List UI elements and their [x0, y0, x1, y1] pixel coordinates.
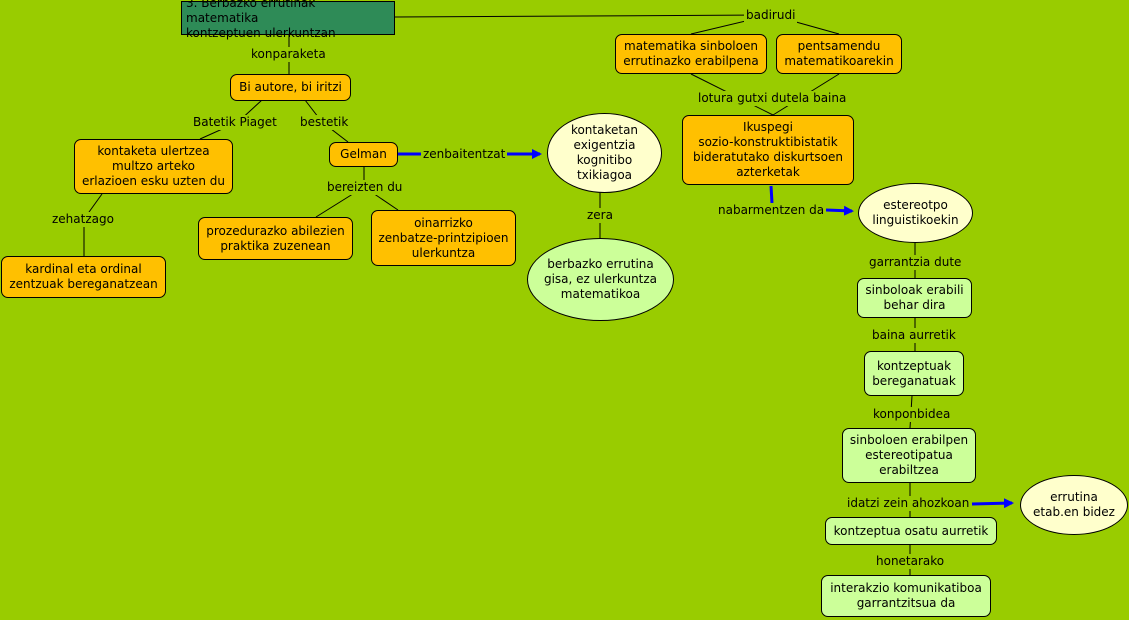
link-label-honetarako: honetarako [874, 554, 947, 569]
concept-sinboloak[interactable]: sinboloak erabili behar dira [857, 278, 972, 318]
link-label-baina-aurretik: baina aurretik [870, 328, 958, 343]
link-label-garrantzia-dute: garrantzia dute [867, 255, 964, 270]
link-label-konponbidea: konponbidea [871, 407, 953, 422]
concept-kontaketa[interactable]: kontaketa ulertzea multzo arteko erlazio… [74, 139, 233, 194]
link-label-zera: zera [585, 208, 615, 223]
concept-pentsamendu[interactable]: pentsamendu matematikoarekin [776, 34, 902, 74]
link-label-bereizten-du: bereizten du [325, 180, 405, 195]
concept-berbazko[interactable]: berbazko errutina gisa, ez ulerkuntza ma… [527, 238, 674, 321]
concept-bi-autore[interactable]: Bi autore, bi iritzi [230, 74, 351, 101]
concept-kardinal[interactable]: kardinal eta ordinal zentzuak bereganatz… [1, 256, 166, 298]
concept-kontzeptuak[interactable]: kontzeptuak bereganatuak [864, 351, 964, 396]
link-label-badirudi: badirudi [744, 8, 798, 23]
concept-gelman[interactable]: Gelman [329, 142, 398, 167]
concept-kontaketan[interactable]: kontaketan exigentzia kognitibo txikiago… [547, 113, 662, 193]
concept-estereotpo[interactable]: estereotpo linguistikoekin [858, 183, 973, 243]
link-label-idatzi-zein-ahozkoan: idatzi zein ahozkoan [845, 496, 972, 511]
concept-interakzio[interactable]: interakzio komunikatiboa garrantzitsua d… [821, 575, 991, 617]
link-label-bestetik: bestetik [298, 115, 351, 130]
link-label-zehatzago: zehatzago [50, 212, 116, 227]
concept-errutina[interactable]: errutina etab.en bidez [1020, 475, 1128, 535]
link-label-konparaketa: konparaketa [249, 47, 328, 62]
link-label-lotura: lotura gutxi dutela baina [696, 91, 849, 106]
link-label-batetik-piaget: Batetik Piaget [191, 115, 279, 130]
link-label-nabarmentzen-da: nabarmentzen da [716, 203, 827, 218]
concept-prozedurazko[interactable]: prozedurazko abilezien praktika zuzenean [198, 217, 353, 260]
concept-ikuspegi[interactable]: Ikuspegi sozio-konstruktibistatik bidera… [682, 115, 854, 185]
link-label-zenbaitentzat: zenbaitentzat [421, 147, 508, 162]
concept-kontzeptua-osatu[interactable]: kontzeptua osatu aurretik [825, 517, 997, 545]
concept-oinarrizko[interactable]: oinarrizko zenbatze-printzipioen ulerkun… [371, 210, 516, 266]
title-concept[interactable]: 3. Berbazko errutinak matematika kontzep… [181, 0, 395, 40]
concept-matematika-sinboloen[interactable]: matematika sinboloen errutinazko erabilp… [615, 34, 767, 74]
concept-sinboloen-erabilpen[interactable]: sinboloen erabilpen estereotipatua erabi… [842, 428, 976, 483]
